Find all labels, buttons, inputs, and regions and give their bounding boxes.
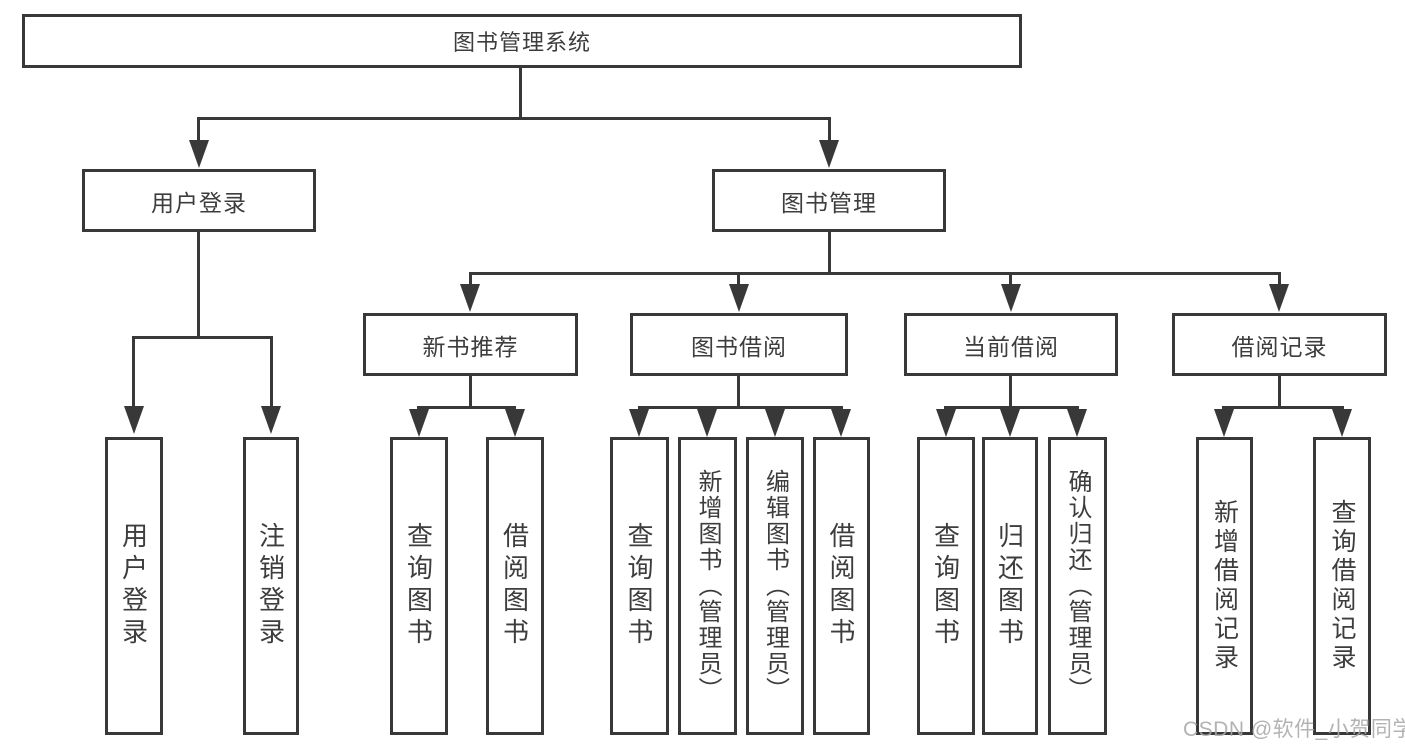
leaf-label: 归还图书	[994, 522, 1025, 650]
arrow-down-icon	[831, 409, 851, 437]
leaf-query-books-borrow: 查询图书	[610, 437, 669, 735]
leaf-add-borrow-record: 新增借阅记录	[1196, 437, 1253, 735]
leaf-query-books-current: 查询图书	[917, 437, 975, 735]
node-book-borrow: 图书借阅	[630, 313, 848, 376]
arrow-down-icon	[629, 409, 649, 437]
leaf-label: 用户登录	[118, 522, 149, 650]
arrow-down-icon	[1000, 409, 1020, 437]
connector-line	[944, 406, 1079, 409]
connector-line	[417, 406, 516, 409]
leaf-query-books-recommend: 查询图书	[390, 437, 448, 735]
node-borrow-records: 借阅记录	[1172, 313, 1387, 376]
connector-line	[197, 117, 200, 143]
arrow-down-icon	[1269, 284, 1289, 312]
leaf-return-book: 归还图书	[982, 437, 1038, 735]
arrow-down-icon	[1332, 409, 1352, 437]
leaf-label: 查询图书	[930, 522, 961, 650]
connector-line	[1278, 272, 1281, 288]
connector-line	[828, 232, 831, 274]
connector-line	[197, 232, 200, 336]
leaf-borrow-books-recommend: 借阅图书	[486, 437, 544, 735]
connector-line	[132, 336, 273, 339]
leaf-label: 编辑图书（管理员）	[761, 469, 789, 703]
leaf-user-login: 用户登录	[105, 437, 163, 735]
leaf-label: 借阅图书	[826, 522, 856, 650]
arrow-down-icon	[261, 406, 281, 434]
connector-line	[270, 336, 273, 410]
leaf-label: 查询借阅记录	[1328, 499, 1356, 673]
arrow-down-icon	[819, 140, 839, 168]
arrow-down-icon	[697, 409, 717, 437]
connector-line	[519, 68, 522, 120]
leaf-confirm-return-admin: 确认归还（管理员）	[1048, 437, 1107, 735]
connector-line	[1278, 376, 1281, 409]
node-book-management: 图书管理	[712, 169, 946, 232]
connector-line	[197, 117, 831, 120]
arrow-down-icon	[124, 406, 144, 434]
leaf-label: 查询图书	[403, 522, 434, 650]
leaf-query-borrow-record: 查询借阅记录	[1313, 437, 1371, 735]
arrow-down-icon	[1067, 409, 1087, 437]
arrow-down-icon	[189, 140, 209, 168]
leaf-label: 新增图书（管理员）	[694, 469, 721, 703]
connector-line	[828, 117, 831, 143]
connector-line	[638, 406, 843, 409]
leaf-label: 查询图书	[624, 522, 654, 650]
node-current-borrow: 当前借阅	[904, 313, 1118, 376]
leaf-label: 确认归还（管理员）	[1064, 469, 1091, 703]
connector-line	[132, 336, 135, 410]
leaf-label: 借阅图书	[499, 522, 530, 650]
arrow-down-icon	[505, 409, 525, 437]
arrow-down-icon	[460, 284, 480, 312]
arrow-down-icon	[409, 409, 429, 437]
leaf-label: 新增借阅记录	[1210, 499, 1239, 673]
arrow-down-icon	[1001, 284, 1021, 312]
node-new-book-recommend: 新书推荐	[363, 313, 578, 376]
leaf-borrow-books: 借阅图书	[813, 437, 870, 735]
connector-line	[1009, 272, 1012, 288]
connector-line	[1222, 406, 1344, 409]
arrow-down-icon	[1214, 409, 1234, 437]
connector-line	[469, 272, 472, 288]
connector-line	[469, 376, 472, 409]
node-root-library-system: 图书管理系统	[22, 14, 1022, 68]
connector-line	[737, 272, 740, 288]
connector-line	[469, 272, 1281, 275]
arrow-down-icon	[729, 284, 749, 312]
leaf-edit-book-admin: 编辑图书（管理员）	[746, 437, 804, 735]
leaf-label: 注销登录	[255, 522, 286, 650]
csdn-watermark: CSDN @软件_小贺同学	[1183, 718, 1405, 741]
node-user-login: 用户登录	[82, 169, 316, 232]
leaf-logout: 注销登录	[243, 437, 299, 735]
arrow-down-icon	[765, 409, 785, 437]
arrow-down-icon	[936, 409, 956, 437]
connector-line	[737, 376, 740, 409]
leaf-add-book-admin: 新增图书（管理员）	[678, 437, 737, 735]
connector-line	[1009, 376, 1012, 409]
